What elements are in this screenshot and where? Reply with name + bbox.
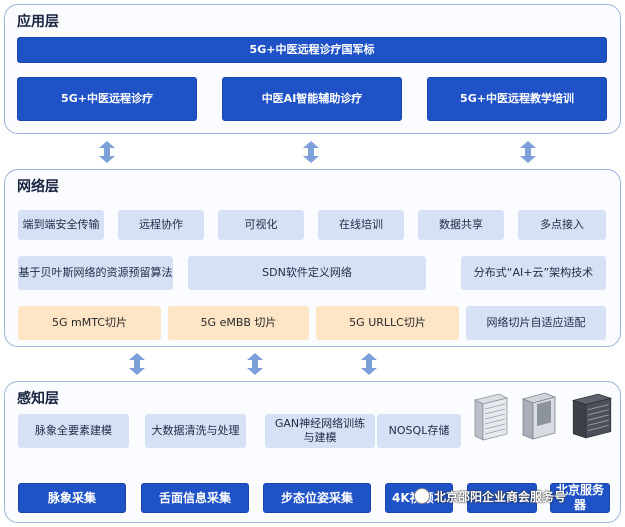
double-arrow-icon [520, 141, 536, 163]
pulse-collection: 脉象采集 [18, 483, 126, 513]
application-layer-title: 应用层 [17, 14, 59, 30]
app-module-remote-diagnosis: 5G+中医远程诊疗 [17, 77, 197, 121]
perception-layer: 感知层 脉象全要素建模 大数据清洗与处理 GAN神经网络训练 与建模 NOSQL… [4, 381, 621, 523]
app-module-remote-teaching: 5G+中医远程教学培训 [427, 77, 607, 121]
server-rack-icon [571, 393, 613, 439]
tongue-collection: 舌面信息采集 [141, 483, 249, 513]
slice-embb: 5G eMBB 切片 [168, 306, 309, 340]
server-rack-icon [473, 393, 509, 441]
slice-adaptive: 网络切片自适应适配 [466, 306, 606, 340]
feature-data-sharing: 数据共享 [418, 210, 504, 240]
gan-training: GAN神经网络训练 与建模 [265, 414, 375, 448]
perception-layer-title: 感知层 [17, 391, 59, 407]
server-rack-icon [521, 392, 557, 440]
feature-secure-transport: 端到端安全传输 [18, 210, 104, 240]
tech-ai-cloud: 分布式“AI+云”架构技术 [461, 256, 606, 290]
slice-urllc: 5G URLLC切片 [316, 306, 459, 340]
gait-collection: 步态位姿采集 [263, 483, 371, 513]
tech-sdn: SDN软件定义网络 [188, 256, 426, 290]
bigdata-cleaning: 大数据清洗与处理 [145, 414, 246, 448]
feature-multipoint-access: 多点接入 [518, 210, 606, 240]
double-arrow-icon [99, 141, 115, 163]
wechat-logo-icon [414, 488, 430, 504]
standard-banner: 5G+中医远程诊疗国军标 [17, 37, 607, 63]
network-layer-title: 网络层 [17, 179, 59, 195]
watermark: 北京邵阳企业商会服务号 [414, 486, 614, 506]
double-arrow-icon [303, 141, 319, 163]
pulse-modeling: 脉象全要素建模 [18, 414, 129, 448]
watermark-text: 北京邵阳企业商会服务号 [434, 489, 567, 504]
double-arrow-icon [129, 353, 145, 375]
server-collection: 北京服务器 [550, 483, 610, 513]
feature-online-training: 在线培训 [318, 210, 404, 240]
feature-visualization: 可视化 [218, 210, 304, 240]
double-arrow-icon [361, 353, 377, 375]
feature-remote-collab: 远程协作 [118, 210, 204, 240]
collection-box-5 [467, 483, 537, 513]
app-module-ai-diagnosis: 中医AI智能辅助诊疗 [222, 77, 402, 121]
tech-bayesian-reservation: 基于贝叶斯网络的资源预留算法 [18, 256, 173, 290]
nosql-storage: NOSQL存储 [377, 414, 461, 448]
network-layer: 网络层 端到端安全传输 远程协作 可视化 在线培训 数据共享 多点接入 基于贝叶… [4, 169, 621, 347]
slice-mmtc: 5G mMTC切片 [18, 306, 161, 340]
application-layer: 应用层 5G+中医远程诊疗国军标 5G+中医远程诊疗 中医AI智能辅助诊疗 5G… [4, 4, 621, 134]
double-arrow-icon [247, 353, 263, 375]
